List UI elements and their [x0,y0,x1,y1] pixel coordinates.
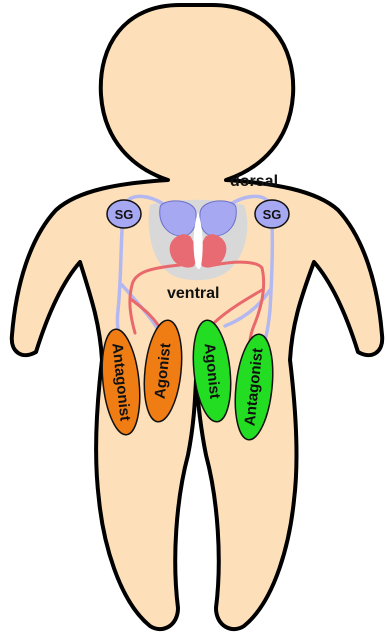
ganglion-right: SG [255,200,289,228]
dorsal-label: dorsal [230,173,278,190]
ventral-label: ventral [167,285,219,302]
ganglion-left: SG [107,200,141,228]
ganglion-left-label: SG [115,207,134,222]
ganglion-right-label: SG [263,207,282,222]
body-silhouette [12,5,382,629]
